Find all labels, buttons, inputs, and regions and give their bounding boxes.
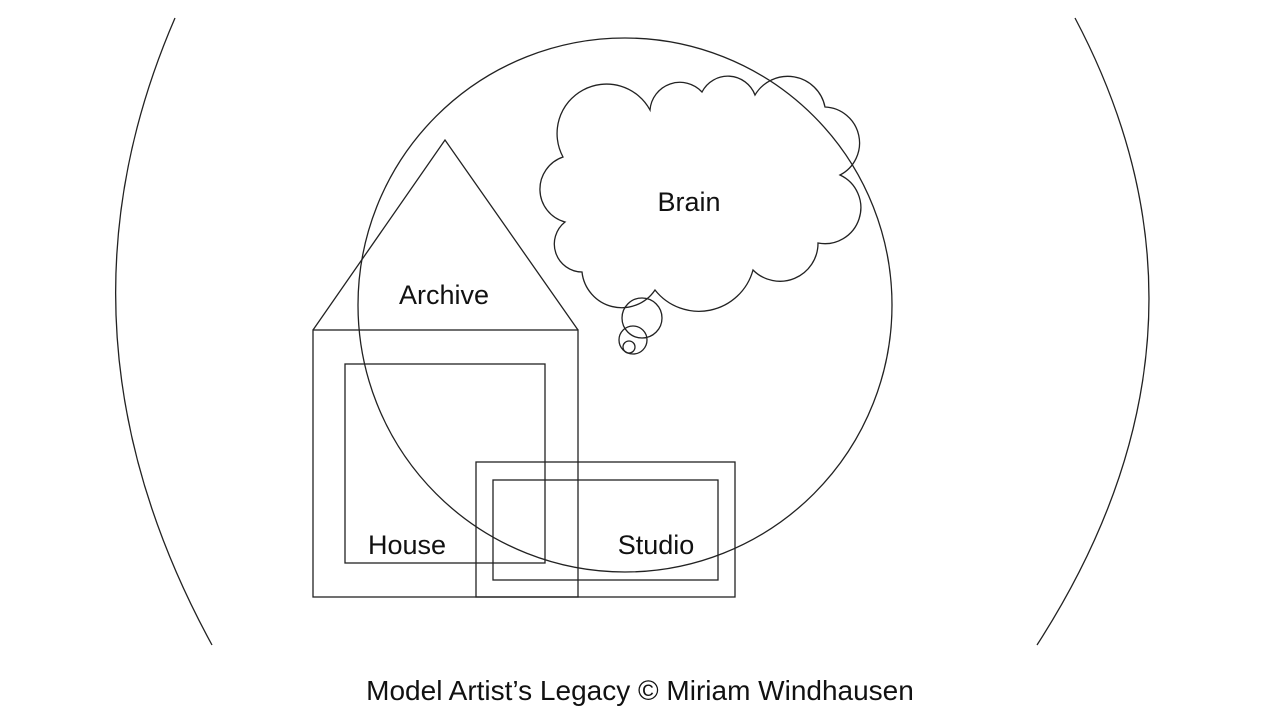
big-circle [357, 37, 893, 573]
thought-bubble-small [622, 340, 636, 354]
studio-inner [492, 479, 719, 581]
label-archive: Archive [399, 280, 489, 310]
house-roof [312, 138, 579, 331]
left-bracket-arc [115, 17, 213, 646]
house-outer [312, 329, 579, 598]
thought-cloud [539, 75, 862, 312]
thought-bubble-medium [618, 325, 648, 355]
label-brain: Brain [657, 187, 720, 217]
house-inner [344, 363, 546, 564]
caption: Model Artist’s Legacy © Miriam Windhause… [366, 675, 914, 706]
studio-outer [475, 461, 736, 598]
label-studio: Studio [618, 530, 695, 560]
right-bracket-arc [1036, 17, 1150, 646]
thought-bubble-large [621, 297, 663, 339]
label-house: House [368, 530, 446, 560]
